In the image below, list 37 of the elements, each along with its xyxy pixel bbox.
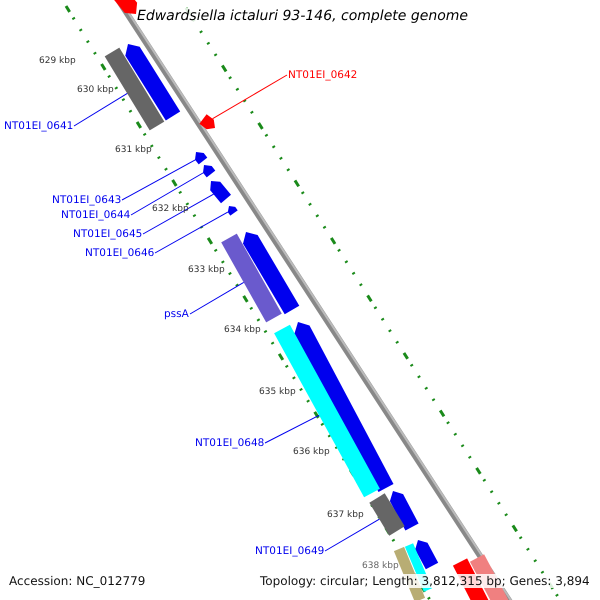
scale-label: 629 kbp (39, 56, 76, 66)
scale-label: 633 kbp (188, 265, 225, 275)
scale-label: 634 kbp (224, 325, 261, 335)
gene-label: NT01EI_0645 (73, 228, 142, 240)
leader-line (142, 194, 214, 234)
gene-label: NT01EI_0643 (52, 194, 122, 206)
gene-label: pssA (164, 308, 189, 320)
scale-label: 632 kbp (152, 204, 189, 214)
gene-feature (195, 152, 208, 164)
footer-text: Accession: NC_012779 (9, 574, 146, 588)
gene-block (369, 493, 405, 536)
gene-block (274, 324, 380, 498)
gene-feature (210, 181, 231, 204)
gene-feature (199, 114, 215, 130)
scale-label: 635 kbp (259, 387, 296, 397)
scale-label: 637 kbp (327, 510, 364, 520)
gene-label: NT01EI_0642 (288, 69, 358, 81)
leader-line (190, 282, 244, 314)
gene-label: NT01EI_0644 (61, 209, 130, 221)
gene-label: NT01EI_0649 (255, 545, 324, 557)
leader-line (212, 74, 288, 120)
title: Edwardsiella ictaluri 93-146, complete genome (137, 8, 468, 24)
leader-line (324, 518, 380, 552)
leader-line (264, 414, 320, 444)
gene-feature (228, 206, 238, 216)
scale-label: 631 kbp (115, 145, 152, 155)
leader-line (154, 212, 228, 254)
gene-label: NT01EI_0648 (195, 437, 264, 449)
gene-feature (203, 165, 216, 178)
scale-label: 630 kbp (77, 85, 114, 95)
gene-label: NT01EI_0646 (85, 247, 154, 259)
footer-text: Topology: circular; Length: 3,812,315 bp; Genes: 3,894 (260, 574, 590, 588)
scale-label: 636 kbp (293, 447, 330, 457)
gene-label: NT01EI_0641 (4, 120, 74, 132)
scale-label: 638 kbp (362, 561, 399, 571)
leader-line (130, 172, 204, 216)
leader-line (122, 159, 196, 200)
